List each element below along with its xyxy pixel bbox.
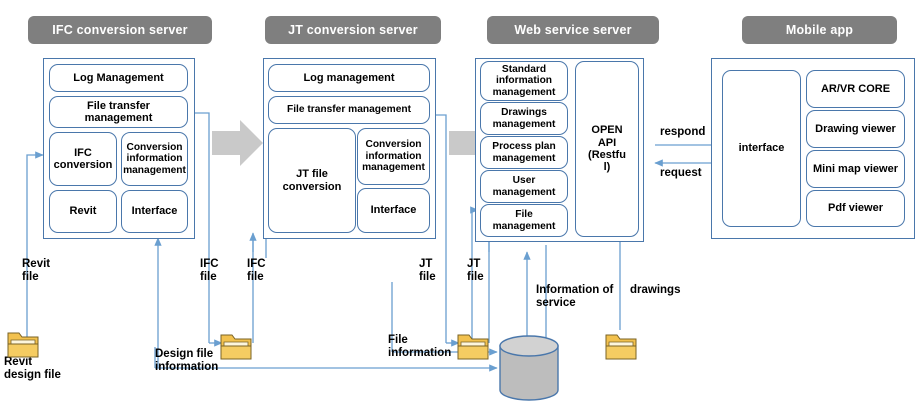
module-mini-map-viewer[interactable]: Mini map viewer [806, 150, 905, 188]
header-jt-conversion-server: JT conversion server [265, 16, 441, 44]
wire-revit-to-ifc [26, 151, 44, 340]
label-jt-file-left: JT file [419, 258, 436, 284]
block-arrow-ifc-to-jt [212, 120, 263, 166]
folder-icon [7, 332, 39, 358]
folder-icon [220, 334, 252, 360]
label-ifc-file-left: IFC file [200, 258, 219, 284]
label-request: request [660, 167, 702, 179]
label-revit-file: Revit file [22, 258, 51, 284]
module-jt-file-conversion[interactable]: JT file conversion [268, 128, 356, 233]
label-ifc-file-right: IFC file [247, 258, 266, 284]
module-pdf-viewer[interactable]: Pdf viewer [806, 190, 905, 227]
module-standard-information-management[interactable]: Standard information management [480, 61, 568, 101]
module-log-management[interactable]: Log Management [49, 64, 188, 92]
label-revit-design-file: Revit design file [4, 356, 61, 382]
module-conversion-information-management[interactable]: Conversion information management [121, 132, 188, 186]
header-web-service-server: Web service server [487, 16, 659, 44]
module-file-transfer-management[interactable]: File transfer management [268, 96, 430, 124]
module-log-management[interactable]: Log management [268, 64, 430, 92]
label-jt-file-right: JT file [467, 258, 484, 284]
header-mobile-app: Mobile app [742, 16, 897, 44]
module-ar-vr-core[interactable]: AR/VR CORE [806, 70, 905, 108]
module-interface[interactable]: Interface [121, 190, 188, 233]
label-respond: respond [660, 126, 706, 138]
module-file-management[interactable]: File management [480, 204, 568, 237]
folder-icon [457, 334, 489, 360]
label-drawings: drawings [630, 284, 681, 296]
label-design-file-information: Design file information [155, 348, 219, 374]
header-ifc-conversion-server: IFC conversion server [28, 16, 212, 44]
database-icon [499, 335, 559, 401]
module-file-transfer-management[interactable]: File transfer management [49, 96, 188, 128]
module-interface[interactable]: Interface [357, 188, 430, 233]
module-user-management[interactable]: User management [480, 170, 568, 203]
label-file-information: File information [388, 334, 452, 360]
module-conversion-information-management[interactable]: Conversion information management [357, 128, 430, 185]
module-drawings-management[interactable]: Drawings management [480, 102, 568, 135]
module-revit[interactable]: Revit [49, 190, 117, 233]
module-ifc-conversion[interactable]: IFC conversion [49, 132, 117, 186]
folder-icon [605, 334, 637, 360]
module-open-api[interactable]: OPEN API (Restfu l) [575, 61, 639, 237]
label-information-of-service: Information of service [536, 284, 614, 310]
module-drawing-viewer[interactable]: Drawing viewer [806, 110, 905, 148]
module-process-plan-management[interactable]: Process plan management [480, 136, 568, 169]
module-interface[interactable]: interface [722, 70, 801, 227]
